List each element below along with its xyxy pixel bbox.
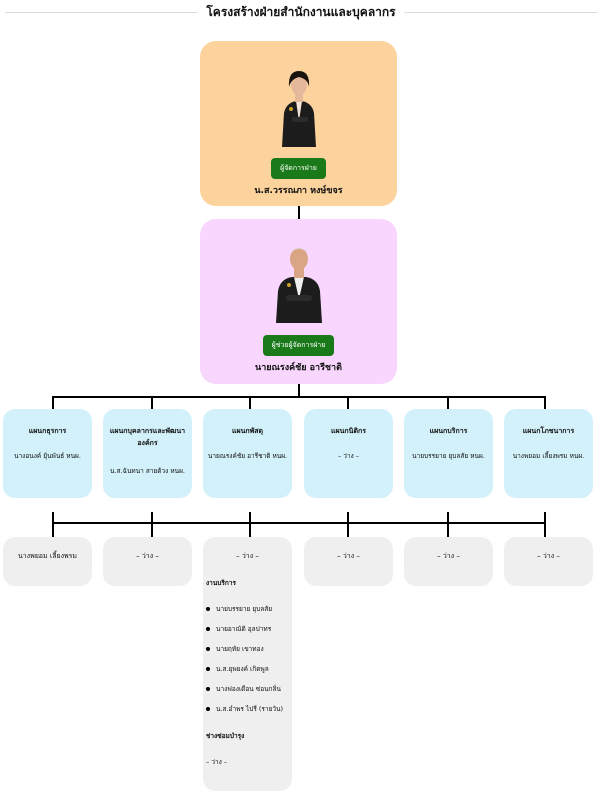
- dept-person: นางอนงค์ ยุ้นพันธ์ หนผ.: [14, 452, 81, 460]
- page-title: โครงสร้างฝ่ายสำนักงานและบุคลากร: [0, 3, 602, 22]
- head-role: ผู้จัดการฝ่าย: [271, 158, 326, 179]
- connector-staff-3a: [249, 512, 251, 537]
- dept-card-service: แผนกบริการ นายบรรยาย ยุบลสัย หนผ.: [404, 409, 493, 498]
- bullet-icon: [206, 607, 210, 611]
- staff-text: – ว่าง –: [437, 552, 460, 560]
- service-work-heading: งานบริการ: [206, 579, 236, 587]
- dept-title: แผนกนิติกร: [331, 427, 366, 435]
- dept-title: แผนกพัสดุ: [231, 427, 264, 435]
- head-name: น.ส.วรรณภา หงษ์ขจร: [254, 186, 343, 196]
- connector-staff-6a: [544, 512, 546, 537]
- service-work-name: น.ส.ยุพยงค์ เกิดพูล: [216, 665, 269, 673]
- connector-dept-4: [347, 396, 349, 409]
- dept-person: นายณรงค์ชัย อารีชาติ หนผ.: [207, 452, 288, 460]
- assistant-name: นายณรงค์ชัย อารีชาติ: [255, 363, 342, 373]
- repair-heading: ช่างซ่อมบำรุง: [206, 732, 245, 740]
- service-work-item: นายอาณัติ อุลปาทร: [206, 624, 271, 634]
- connector-staff-1a: [52, 512, 54, 537]
- service-work-item: นายบรรยาย ยุบลสัย: [206, 604, 272, 614]
- staff-card-admin: นางพยอม เลี้ยงพรม: [3, 537, 92, 586]
- staff-text: นางพยอม เลี้ยงพรม: [17, 552, 78, 560]
- repair-value: – ว่าง –: [206, 758, 228, 766]
- title-line-right: [397, 12, 597, 13]
- dept-title: แผนกบุคลากรและพัฒนาองค์กร: [109, 427, 186, 447]
- bullet-icon: [206, 647, 210, 651]
- service-work-name: นายบรรยาย ยุบลสัย: [216, 605, 273, 613]
- connector-staff-4a: [347, 512, 349, 537]
- page-title-text: โครงสร้างฝ่ายสำนักงานและบุคลากร: [198, 5, 404, 19]
- dept-title: แผนกโภชนาการ: [522, 427, 575, 435]
- staff-text: – ว่าง –: [337, 552, 360, 560]
- dept-card-legal: แผนกนิติกร – ว่าง –: [304, 409, 393, 498]
- connector-staff-5a: [447, 512, 449, 537]
- connector-dept-5: [447, 396, 449, 409]
- service-work-name: นายฤทัย เขาทอง: [216, 645, 264, 653]
- service-work-item: น.ส.ยุพยงค์ เกิดพูล: [206, 664, 269, 674]
- assistant-photo: [276, 248, 322, 323]
- bullet-icon: [206, 667, 210, 671]
- bullet-icon: [206, 627, 210, 631]
- staff-text: – ว่าง –: [136, 552, 159, 560]
- dept-card-supplies: แผนกพัสดุ นายณรงค์ชัย อารีชาติ หนผ.: [203, 409, 292, 498]
- service-work-name: นางฟองเดือน ซ่อนกลิ่น: [216, 685, 281, 693]
- title-line-left: [5, 12, 197, 13]
- service-work-item: นางฟองเดือน ซ่อนกลิ่น: [206, 684, 281, 694]
- staff-card-legal: – ว่าง –: [304, 537, 393, 586]
- bullet-icon: [206, 687, 210, 691]
- service-work-item: นายฤทัย เขาทอง: [206, 644, 264, 654]
- service-work-name: น.ส.อำพร ไปรี (รายวัน): [216, 705, 284, 713]
- connector-dept-3: [249, 396, 251, 409]
- dept-person: – ว่าง –: [337, 452, 360, 460]
- assistant-role-badge: ผู้ช่วยผู้จัดการฝ่าย: [200, 332, 397, 356]
- service-work-item: น.ส.อำพร ไปรี (รายวัน): [206, 704, 283, 714]
- dept-title: แผนกบริการ: [429, 427, 468, 435]
- head-role-badge: ผู้จัดการฝ่าย: [200, 155, 397, 179]
- dept-card-nutrition: แผนกโภชนาการ นางพยอม เลี้ยงพรม หนผ.: [504, 409, 593, 498]
- connector-assistant-down: [298, 384, 300, 397]
- connector-staff-bar: [52, 522, 546, 524]
- staff-card-hr: – ว่าง –: [103, 537, 192, 586]
- connector-staff-2a: [151, 512, 153, 537]
- assistant-role: ผู้ช่วยผู้จัดการฝ่าย: [262, 335, 335, 356]
- staff-card-nutrition: – ว่าง –: [504, 537, 593, 586]
- dept-person: นางพยอม เลี้ยงพรม หนผ.: [512, 452, 585, 460]
- dept-person: น.ส.ฉันทนา สายต้วง หนผ.: [110, 467, 185, 475]
- dept-person: นายบรรยาย ยุบลสัย หนผ.: [412, 452, 485, 460]
- service-work-name: นายอาณัติ อุลปาทร: [216, 625, 272, 633]
- assistant-card: ผู้ช่วยผู้จัดการฝ่าย นายณรงค์ชัย อารีชาต…: [200, 219, 397, 384]
- head-card: ผู้จัดการฝ่าย น.ส.วรรณภา หงษ์ขจร: [200, 41, 397, 206]
- connector-dept-bar: [52, 396, 546, 398]
- dept-card-admin: แผนกธุรการ นางอนงค์ ยุ้นพันธ์ หนผ.: [3, 409, 92, 498]
- dept-title: แผนกธุรการ: [28, 427, 67, 435]
- staff-text: – ว่าง –: [236, 552, 259, 560]
- bullet-icon: [206, 707, 210, 711]
- staff-card-service: – ว่าง –: [404, 537, 493, 586]
- dept-card-hr: แผนกบุคลากรและพัฒนาองค์กร น.ส.ฉันทนา สาย…: [103, 409, 192, 498]
- head-photo: [282, 71, 316, 147]
- staff-text: – ว่าง –: [537, 552, 560, 560]
- connector-dept-1: [52, 396, 54, 409]
- connector-dept-2: [151, 396, 153, 409]
- connector-dept-6: [544, 396, 546, 409]
- connector-head-assistant: [298, 206, 300, 219]
- staff-card-supplies: – ว่าง – งานบริการ นายบรรยาย ยุบลสัย นาย…: [203, 537, 292, 791]
